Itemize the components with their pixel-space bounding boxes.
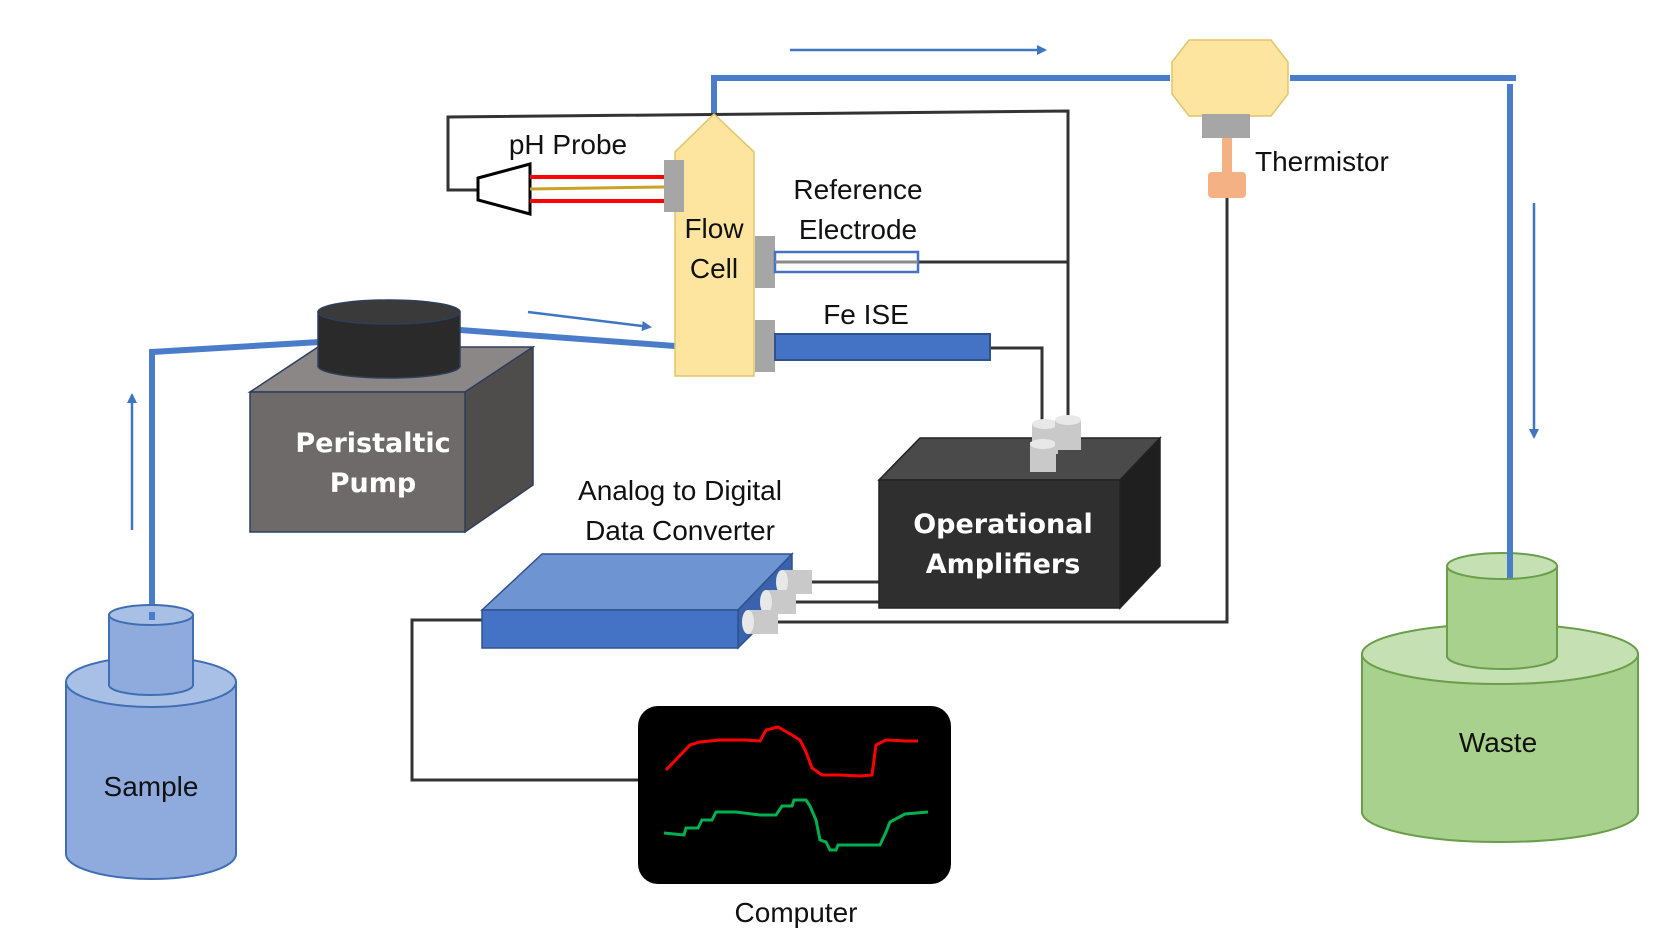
- waste-label: Waste: [1459, 727, 1537, 758]
- flow-cell-body: [674, 112, 755, 377]
- adc-label-line1: Analog to Digital: [578, 475, 782, 506]
- thermistor: Thermistor: [1171, 39, 1389, 198]
- computer-label: Computer: [735, 897, 858, 928]
- fe-ise-port: [755, 320, 775, 372]
- pump-box-front: [249, 391, 466, 533]
- fe-ise-body: [774, 333, 991, 361]
- operational-amplifiers: Operational Amplifiers: [877, 415, 1162, 610]
- adc-converter: Analog to Digital Data Converter: [480, 475, 812, 650]
- wiring: [410, 109, 1229, 782]
- sample-label: Sample: [104, 771, 199, 802]
- ph-probe-label: pH Probe: [509, 129, 627, 160]
- adc-label-line2: Data Converter: [585, 515, 775, 546]
- reference-port: [755, 236, 775, 288]
- thermistor-cap: [1202, 114, 1250, 138]
- computer: Computer: [638, 706, 951, 928]
- pump-to-flowcell-tube: [459, 327, 676, 349]
- flow-arrows: [127, 45, 1539, 530]
- pump-label-line1: Peristaltic: [295, 428, 450, 459]
- thermistor-label: Thermistor: [1255, 146, 1389, 177]
- thermistor-wire: [778, 198, 1229, 624]
- sample-to-pump-tube: [149, 339, 321, 618]
- reference-label-line2: Electrode: [799, 214, 917, 245]
- reference-label-line1: Reference: [793, 174, 922, 205]
- fe-ise-label: Fe ISE: [823, 299, 909, 330]
- opamp-box-front: [878, 479, 1121, 609]
- adc-port-3: [742, 610, 778, 634]
- ph-probe-connector: [476, 162, 532, 216]
- adc-to-computer-wire: [410, 618, 638, 782]
- opamp-label-line1: Operational: [913, 509, 1093, 540]
- pump-head: [317, 299, 461, 379]
- sample-container: Sample: [65, 604, 237, 880]
- computer-trace-red: [664, 725, 918, 778]
- flow-arrow-to-cell: [527, 310, 652, 331]
- flow-cell: Flow Cell: [664, 112, 775, 377]
- reference-electrode: Reference Electrode: [773, 174, 923, 274]
- opamp-label-line2: Amplifiers: [926, 549, 1081, 580]
- thermistor-octagon-icon: [1171, 39, 1289, 117]
- thermistor-stem: [1222, 138, 1232, 172]
- opamp-connector-front: [1030, 439, 1056, 472]
- opamp-box-top: [877, 437, 1162, 481]
- pump-label-line2: Pump: [330, 468, 416, 499]
- fe-ise-wire: [990, 346, 1044, 442]
- ph-probe: pH Probe: [476, 129, 665, 216]
- flow-cell-label-line1: Flow: [684, 213, 744, 244]
- computer-trace-green: [663, 798, 929, 852]
- tubing: [149, 75, 1516, 618]
- flow-cell-label-line2: Cell: [690, 253, 738, 284]
- waste-container: Waste: [1361, 550, 1639, 843]
- thermistor-tip: [1208, 172, 1246, 198]
- flowcell-to-thermistor-tube: [711, 75, 1170, 122]
- ph-port: [664, 160, 684, 212]
- computer-monitor-icon: [638, 706, 951, 884]
- adc-front: [481, 609, 739, 649]
- ph-probe-wire: [446, 109, 1070, 422]
- peristaltic-pump: Peristaltic Pump: [247, 299, 536, 534]
- adc-port-2: [760, 590, 796, 614]
- fe-ise: Fe ISE: [774, 299, 991, 361]
- opamp-connector-back: [1055, 415, 1081, 450]
